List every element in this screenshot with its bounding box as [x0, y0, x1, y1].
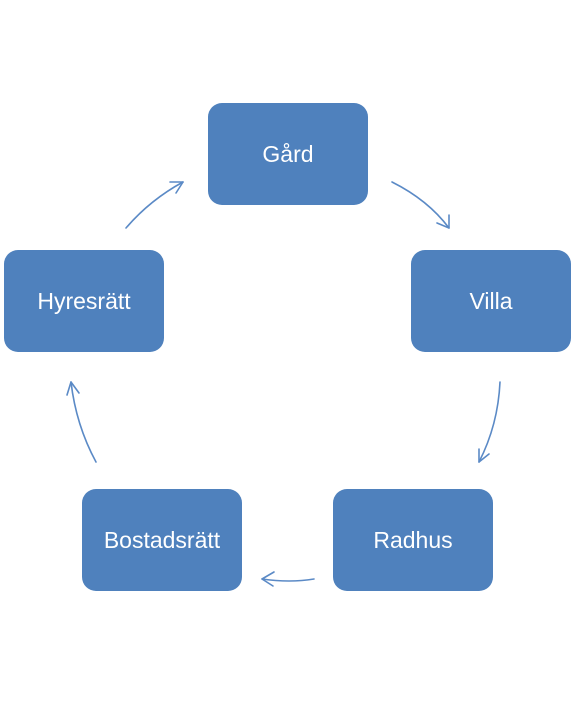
arrow-bostadsratt-to-hyresratt-head	[66, 381, 80, 396]
node-gard: Gård	[208, 103, 368, 205]
node-gard-label: Gård	[262, 140, 314, 167]
node-villa: Villa	[411, 250, 571, 352]
arrow-hyresratt-to-gard-head	[169, 181, 184, 194]
node-hyresratt-label: Hyresrätt	[37, 287, 131, 314]
arrow-hyresratt-to-gard	[125, 181, 184, 229]
arrow-bostadsratt-to-hyresratt	[70, 381, 97, 463]
node-villa-label: Villa	[469, 287, 513, 314]
node-hyresratt: Hyresrätt	[4, 250, 164, 352]
arrow-gard-to-villa-head	[436, 214, 450, 229]
node-bostadsratt: Bostadsrätt	[82, 489, 242, 591]
node-radhus-label: Radhus	[373, 526, 453, 553]
arrow-villa-to-radhus	[478, 381, 501, 463]
arrow-villa-to-radhus-head	[478, 448, 490, 463]
node-bostadsratt-label: Bostadsrätt	[103, 526, 221, 553]
arrow-radhus-to-bostadsratt	[261, 578, 315, 582]
arrow-gard-to-villa	[391, 181, 450, 229]
node-radhus: Radhus	[333, 489, 493, 591]
arrow-radhus-to-bostadsratt-head	[261, 571, 275, 587]
